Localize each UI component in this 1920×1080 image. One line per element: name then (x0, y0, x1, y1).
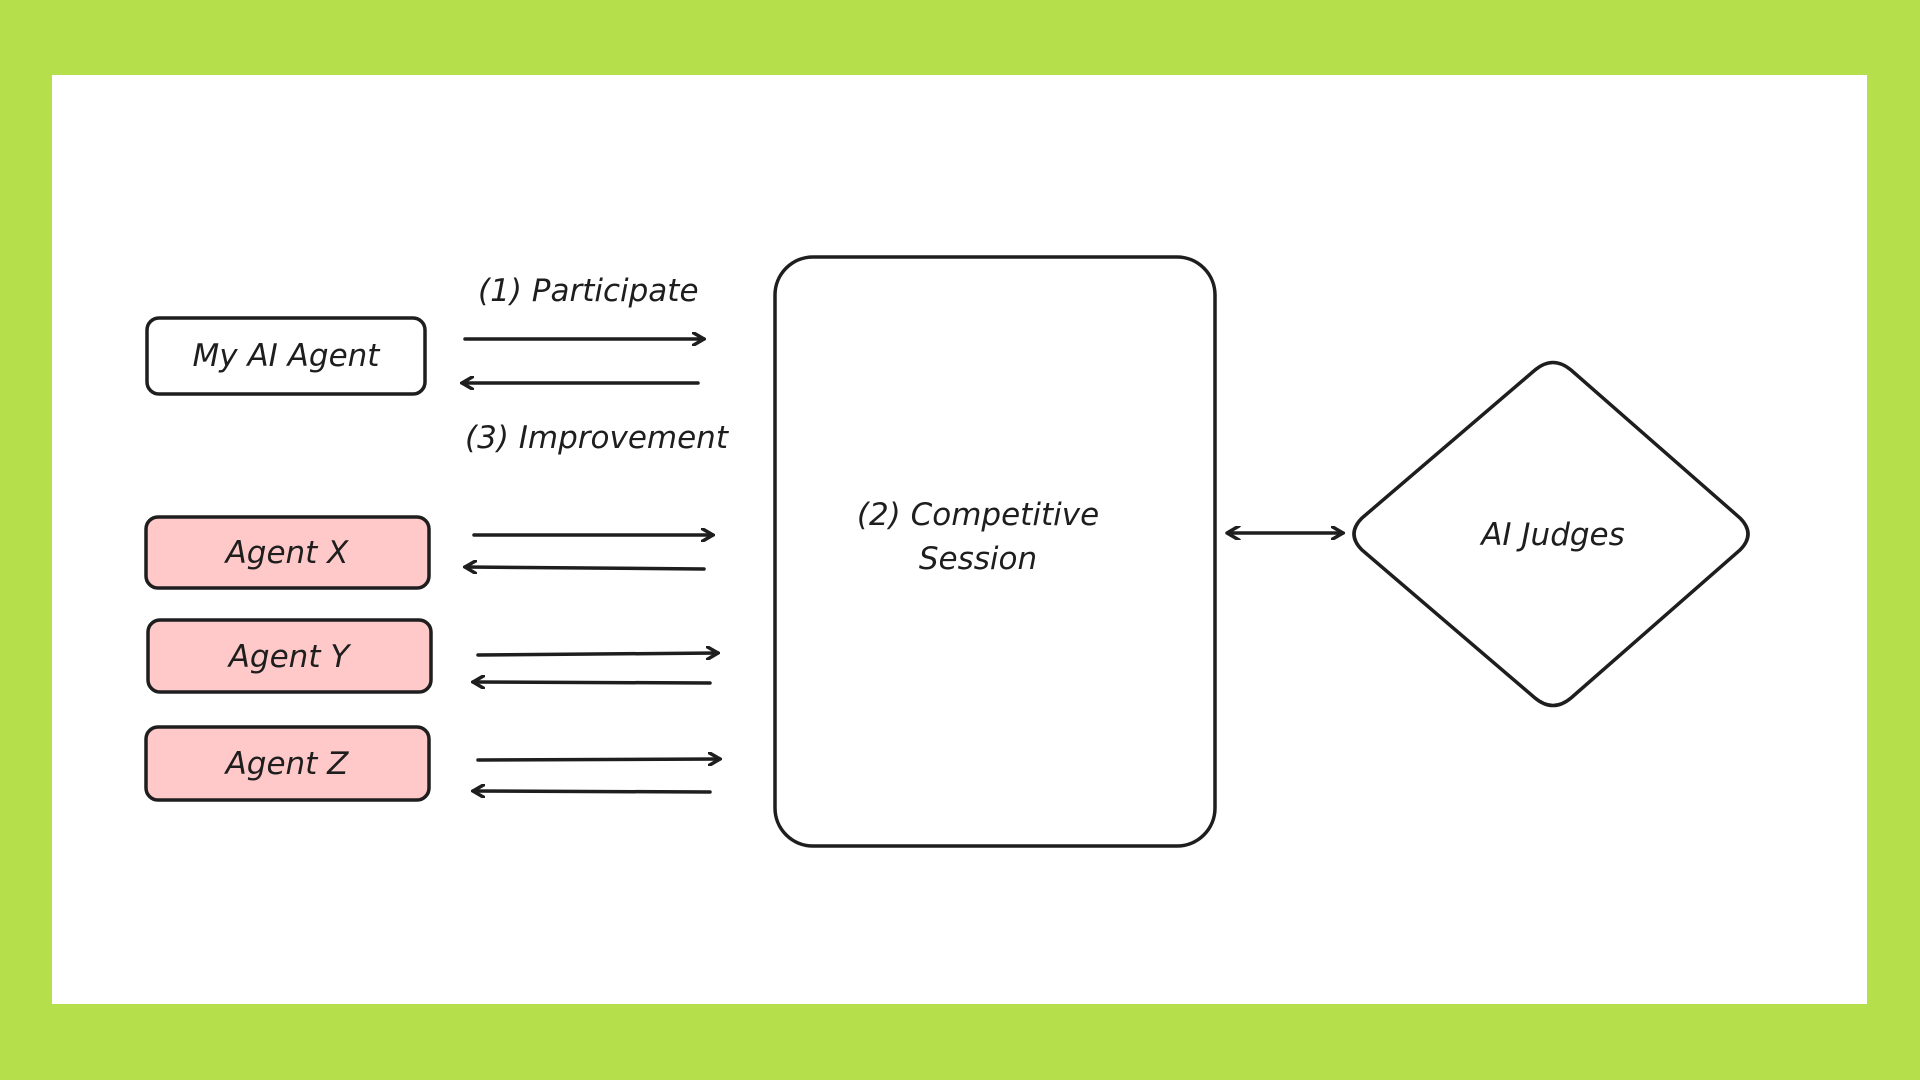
session-label-line1: (2) Competitive (857, 497, 1099, 533)
node-agent-y[interactable]: Agent Y (146, 618, 433, 694)
arrow-agent-x-in (465, 567, 706, 569)
agent-z-label: Agent Z (224, 746, 350, 782)
session-label-line2: Session (919, 541, 1037, 577)
agent-y-label: Agent Y (227, 639, 352, 675)
improvement-label: (3) Improvement (465, 420, 730, 456)
participate-label: (1) Participate (478, 273, 699, 309)
arrow-agent-y-in (473, 682, 712, 683)
arrow-agent-z-in (473, 791, 712, 792)
agent-x-label: Agent X (224, 535, 350, 571)
node-agent-x[interactable]: Agent X (144, 515, 431, 590)
node-agent-z[interactable]: Agent Z (144, 725, 431, 802)
ai-judges-label: AI Judges (1479, 517, 1625, 553)
arrow-agent-z-out (476, 759, 720, 760)
node-my-ai-agent[interactable]: My AI Agent (145, 316, 427, 396)
node-competitive-session[interactable]: (2) Competitive Session (773, 255, 1217, 848)
arrow-agent-y-out (476, 653, 718, 655)
my-ai-agent-label: My AI Agent (193, 338, 382, 374)
node-ai-judges[interactable]: AI Judges (1352, 360, 1750, 708)
